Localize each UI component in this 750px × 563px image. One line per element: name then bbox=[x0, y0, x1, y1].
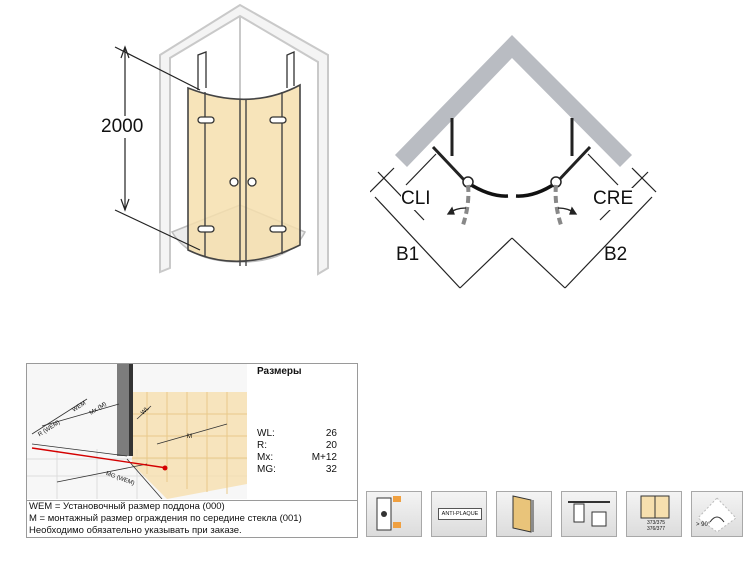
door-knobs bbox=[229, 177, 257, 187]
dim-row-mx: Mx:M+12 bbox=[257, 452, 337, 463]
note-m: M = монтажный размер ограждения по серед… bbox=[29, 513, 302, 524]
label-m: M bbox=[187, 434, 192, 440]
shower-plan-view bbox=[370, 35, 657, 289]
curved-doors bbox=[467, 181, 557, 198]
order-notes: WEM = Установочный размер поддона (000) … bbox=[27, 500, 357, 537]
dimensions-panel: R (WEM) WEM Mx (M) WL M MG (WEM) Размеры… bbox=[26, 363, 358, 538]
handle-positions-icon bbox=[366, 491, 422, 537]
note-wem: WEM = Установочный размер поддона (000) bbox=[29, 501, 225, 512]
dim-row-wl: WL:26 bbox=[257, 428, 337, 439]
wall-profile-icon bbox=[561, 491, 617, 537]
height-label: 2000 bbox=[101, 116, 144, 138]
cre-label: CRE bbox=[593, 188, 634, 210]
hinge-fittings bbox=[197, 51, 295, 233]
glass-panels bbox=[187, 83, 301, 263]
plan-dimension-lines bbox=[370, 153, 657, 289]
note-required: Необходимо обязательно указывать при зак… bbox=[29, 525, 242, 536]
cli-label: CLI bbox=[401, 188, 431, 210]
b1-label: B1 bbox=[396, 244, 420, 265]
height-dimension-line bbox=[114, 45, 201, 251]
dim-row-r: R:20 bbox=[257, 440, 337, 451]
dim-row-mg: MG:32 bbox=[257, 464, 337, 475]
size-range-icon: 373/375 376/377 bbox=[626, 491, 682, 537]
door-panel-icon bbox=[496, 491, 552, 537]
wall-profile bbox=[117, 364, 129, 456]
installation-detail-drawing bbox=[27, 364, 247, 499]
plan-walls bbox=[395, 35, 632, 167]
anti-plaque-icon: ANTI-PLAQUE bbox=[431, 491, 487, 537]
dimensions-title: Размеры bbox=[257, 366, 302, 377]
b2-label: B2 bbox=[604, 244, 628, 265]
shower-perspective-view bbox=[114, 3, 329, 276]
opening-angle-icon: > 90° bbox=[691, 491, 743, 537]
